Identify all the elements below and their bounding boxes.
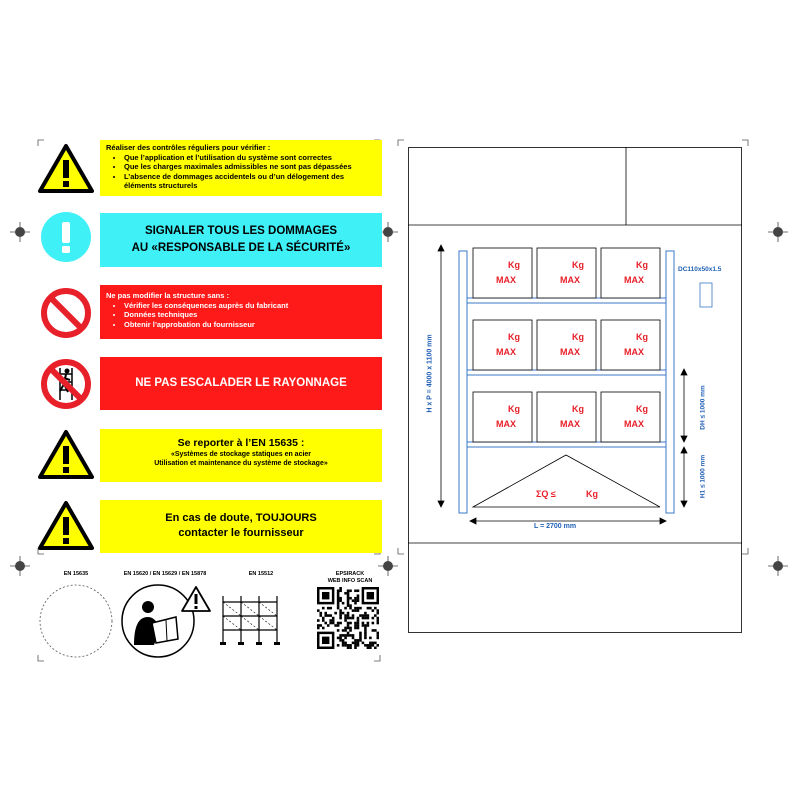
registration-target-right-bottom <box>768 556 788 576</box>
registration-target-left-top <box>10 222 30 242</box>
read-manual-icon <box>121 584 211 658</box>
warning-icon-2 <box>38 430 94 479</box>
prohibition-icon <box>41 288 91 338</box>
panel-en15635-title: Se reporter à l’EN 15635 : <box>177 437 305 449</box>
registration-target-right-top <box>768 222 788 242</box>
list-item: Vérifier les conséquences auprès du fabr… <box>124 301 376 311</box>
list-item: L’absence de dommages accidentels ou d’u… <box>124 172 376 191</box>
list-item: Que l’application et l’utilisation du sy… <box>124 153 376 163</box>
dh-dimension: DH ≤ 1000 mm <box>699 385 707 430</box>
box-max: MAX <box>624 419 644 429</box>
warning-icon-3 <box>38 501 94 550</box>
panel-regular-checks-title: Réaliser des contrôles réguliers pour vé… <box>106 143 271 152</box>
length-dimension: L = 2700 mm <box>534 523 577 530</box>
panel-en15635-line1: «Systèmes de stockage statiques en acier <box>170 451 312 458</box>
rack-elevation-icon <box>220 596 280 645</box>
label-web-info-scan: WEB INFO SCAN <box>327 578 373 584</box>
qr-code <box>317 587 380 650</box>
registration-target-left-bottom <box>10 556 30 576</box>
inspection-sticker-placeholder <box>39 584 113 658</box>
list-item: Que les charges maximales admissibles ne… <box>124 162 376 172</box>
warning-icon <box>38 144 94 193</box>
panel-contact-supplier: En cas de doute, TOUJOURS contacter le f… <box>100 500 382 553</box>
panel-en15635-line2: Utilisation et maintenance du système de… <box>154 460 328 467</box>
panel-contact-supplier-line1: En cas de doute, TOUJOURS <box>165 512 317 524</box>
registration-target-center-top <box>378 222 398 242</box>
height-depth-dimension: H x P = 4000 x 1100 mm <box>426 334 434 413</box>
list-item: Obtenir l’approbation du fournisseur <box>124 320 376 330</box>
box-kg: Kg <box>572 404 584 414</box>
box-max: MAX <box>560 275 580 285</box>
rack-load-drawing <box>408 147 742 633</box>
panel-report-damage: SIGNALER TOUS LES DOMMAGES AU «RESPONSAB… <box>100 213 382 267</box>
box-max: MAX <box>560 419 580 429</box>
panel-no-modify-title: Ne pas modifier la structure sans : <box>106 291 229 300</box>
box-kg: Kg <box>572 260 584 270</box>
box-max: MAX <box>496 275 516 285</box>
info-exclamation-icon <box>41 212 91 262</box>
panel-no-climbing-text: NE PAS ESCALADER LE RAYONNAGE <box>135 377 347 389</box>
floor-load-sum: ΣQ ≤ <box>536 489 556 499</box>
panel-regular-checks: Réaliser des contrôles réguliers pour vé… <box>100 140 382 196</box>
box-kg: Kg <box>636 260 648 270</box>
box-kg: Kg <box>508 332 520 342</box>
panel-no-climbing: NE PAS ESCALADER LE RAYONNAGE <box>100 357 382 410</box>
label-en15512: EN 15512 <box>248 571 274 577</box>
label-en15620: EN 15620 / EN 15629 / EN 15878 <box>123 571 207 577</box>
box-kg: Kg <box>636 332 648 342</box>
panel-report-damage-line1: SIGNALER TOUS LES DOMMAGES <box>144 225 338 237</box>
panel-contact-supplier-line2: contacter le fournisseur <box>178 527 304 539</box>
panel-no-modify: Ne pas modifier la structure sans : Véri… <box>100 285 382 339</box>
box-max: MAX <box>624 275 644 285</box>
list-item: Données techniques <box>124 310 376 320</box>
h1-dimension: H1 ≤ 1000 mm <box>699 454 707 499</box>
beam-profile-label: DC110x50x1.5 <box>678 266 722 273</box>
label-epsirack: EPSIRACK <box>335 571 365 577</box>
box-kg: Kg <box>636 404 648 414</box>
floor-load-unit: Kg <box>586 489 598 499</box>
panel-report-damage-line2: AU «RESPONSABLE DE LA SÉCURITÉ» <box>131 242 351 254</box>
box-kg: Kg <box>572 332 584 342</box>
beam-profile-box <box>699 282 713 308</box>
box-kg: Kg <box>508 404 520 414</box>
no-climbing-icon <box>41 359 91 409</box>
box-max: MAX <box>496 347 516 357</box>
box-max: MAX <box>496 419 516 429</box>
label-en15635: EN 15635 <box>63 571 89 577</box>
panel-en15635: Se reporter à l’EN 15635 : «Systèmes de … <box>100 429 382 482</box>
box-kg: Kg <box>508 260 520 270</box>
box-max: MAX <box>560 347 580 357</box>
registration-target-center-bottom <box>378 556 398 576</box>
box-max: MAX <box>624 347 644 357</box>
